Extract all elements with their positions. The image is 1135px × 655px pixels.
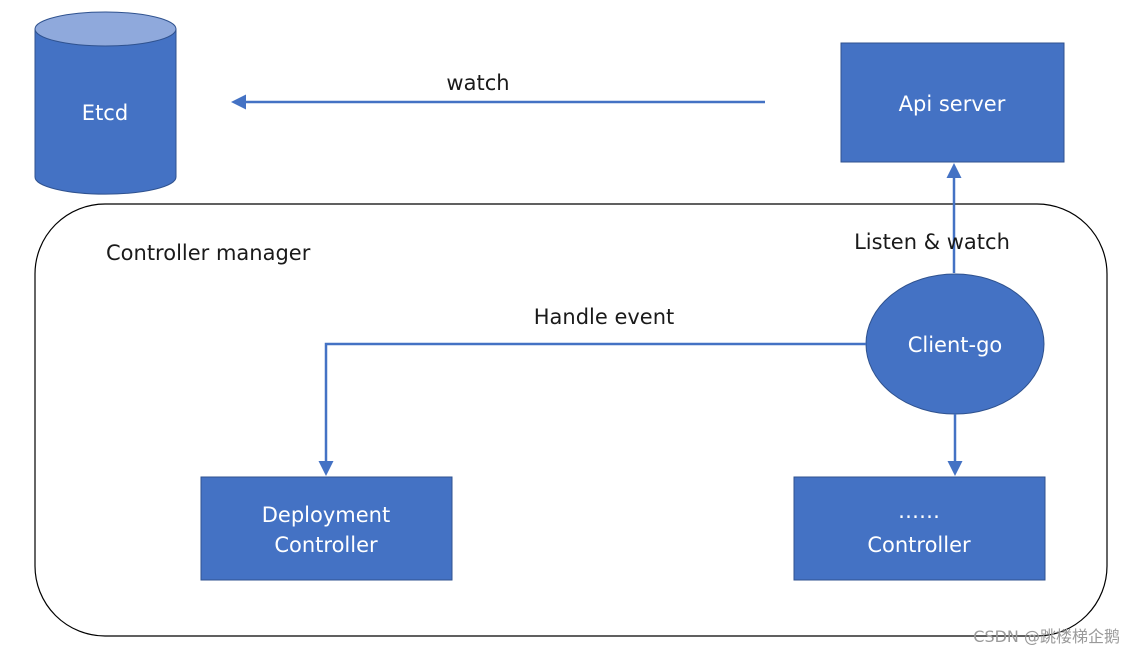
listen-watch-label: Listen & watch — [854, 230, 1010, 254]
controller-manager-label: Controller manager — [106, 241, 311, 265]
other-controller-label-line1: …… — [898, 499, 940, 523]
controller-manager-container — [34, 203, 1108, 637]
other-controller-label-line2: Controller — [867, 533, 971, 557]
etcd-node: Etcd — [34, 11, 177, 195]
client-go-node: Client-go — [865, 273, 1045, 415]
client-go-label: Client-go — [908, 333, 1003, 357]
handle-event-label: Handle event — [534, 305, 675, 329]
other-controller-box — [793, 476, 1046, 581]
handle-event-arrow — [318, 342, 866, 476]
csdn-watermark: CSDN @跳楼梯企鹅 — [973, 627, 1120, 646]
api-server-label: Api server — [899, 92, 1006, 116]
etcd-cylinder-body — [34, 28, 177, 195]
deployment-controller-label-line2: Controller — [274, 533, 378, 557]
api-server-node: Api server — [840, 42, 1065, 163]
deployment-controller-node: Deployment Controller — [200, 476, 453, 581]
etcd-cylinder-top — [34, 11, 177, 47]
deployment-controller-box — [200, 476, 453, 581]
watch-label: watch — [446, 71, 509, 95]
etcd-label: Etcd — [82, 101, 128, 125]
other-controller-node: …… Controller — [793, 476, 1046, 581]
deployment-controller-label-line1: Deployment — [262, 503, 390, 527]
api-server-box — [840, 42, 1065, 163]
